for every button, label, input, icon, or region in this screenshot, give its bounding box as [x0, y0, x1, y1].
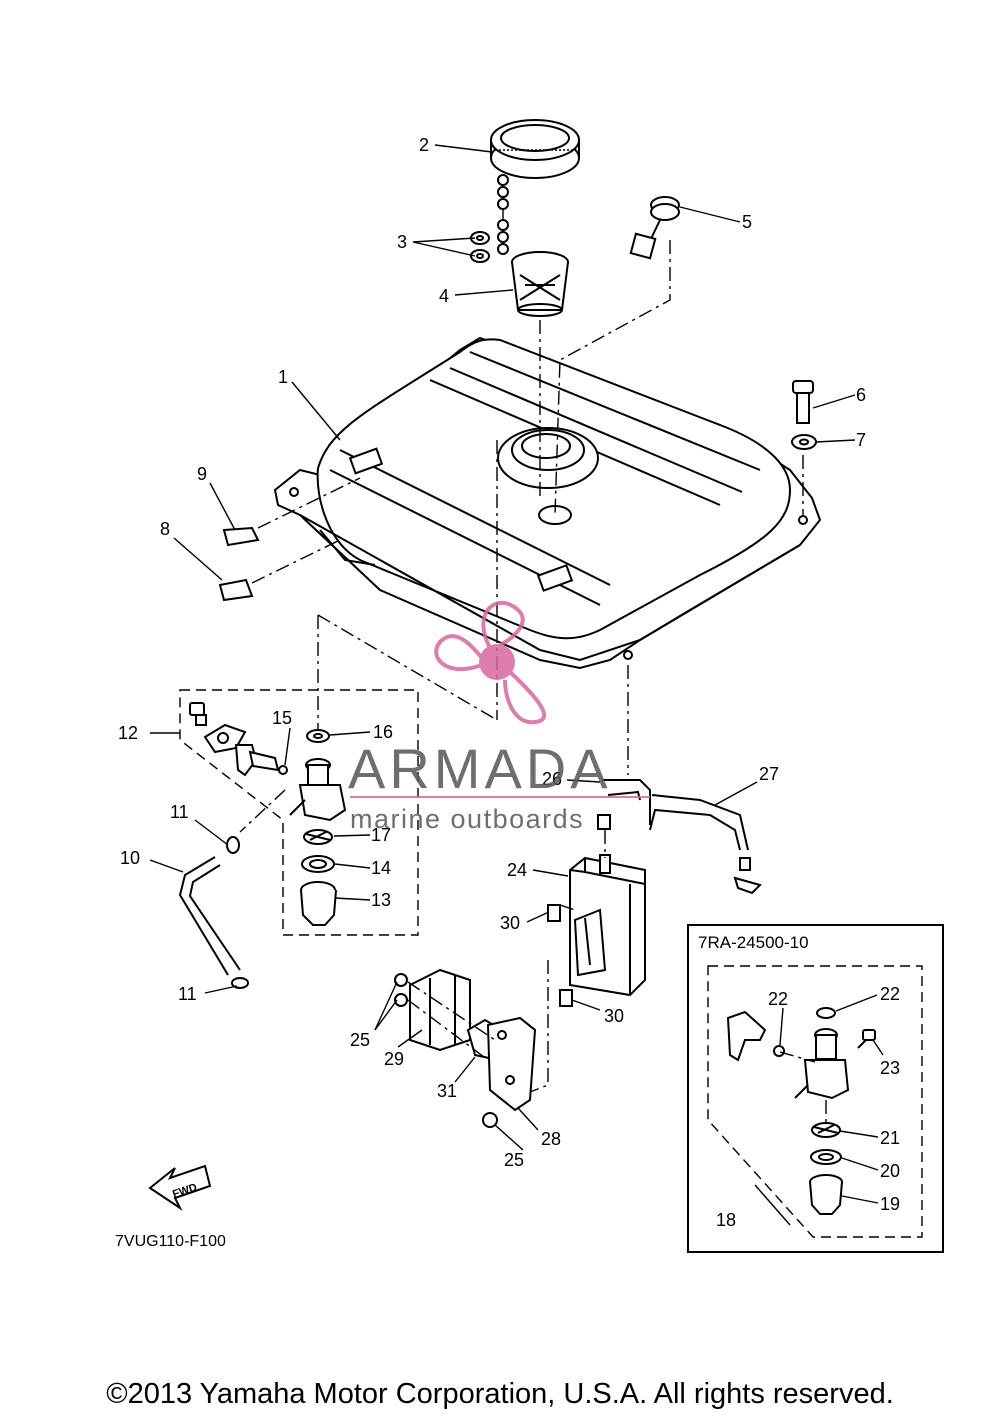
fuel-strainer: [511, 251, 569, 317]
label-23: 23: [880, 1058, 900, 1078]
label-18: 18: [716, 1210, 736, 1230]
label-19: 19: [880, 1194, 900, 1214]
diagram-code: 7VUG110-F100: [115, 1233, 226, 1250]
fuel-cock-kit-box: [687, 924, 944, 1253]
armada-watermark: ARMADA marine outboards: [348, 600, 650, 834]
label-12: 12: [118, 723, 138, 743]
label-26: 26: [542, 769, 562, 789]
label-16: 16: [373, 722, 393, 742]
label-6: 6: [856, 385, 866, 405]
label-4: 4: [439, 286, 449, 306]
watermark-tagline: marine outboards: [350, 804, 584, 834]
label-3: 3: [397, 232, 407, 252]
label-25-left: 25: [350, 1030, 370, 1050]
washer: [791, 434, 817, 450]
charcoal-canister: [569, 854, 646, 997]
label-11-lower: 11: [178, 984, 197, 1004]
washers: [470, 231, 490, 263]
label-24: 24: [507, 860, 527, 880]
label-14: 14: [371, 858, 391, 878]
label-13: 13: [371, 890, 391, 910]
label-1: 1: [278, 367, 288, 387]
label-5: 5: [742, 212, 752, 232]
copyright-notice: ©2013 Yamaha Motor Corporation, U.S.A. A…: [106, 1378, 894, 1410]
fuel-gauge: [629, 196, 680, 260]
label-10: 10: [120, 848, 140, 868]
fuel-tank: [273, 336, 822, 670]
label-22-right: 22: [880, 984, 900, 1004]
label-30-upper: 30: [500, 913, 520, 933]
cap-chain: [497, 174, 509, 255]
label-30-lower: 30: [604, 1006, 624, 1026]
canister-brackets: [394, 904, 573, 1128]
label-7: 7: [856, 430, 866, 450]
label-8: 8: [160, 519, 170, 539]
kit-number: 7RA-24500-10: [698, 933, 809, 952]
label-15: 15: [272, 708, 292, 728]
label-9: 9: [197, 464, 207, 484]
label-11-upper: 11: [170, 802, 189, 822]
label-27: 27: [759, 764, 779, 784]
label-31: 31: [437, 1081, 457, 1101]
fuel-hose: [178, 836, 249, 989]
label-20: 20: [880, 1161, 900, 1181]
label-22-left: 22: [768, 989, 788, 1009]
label-28: 28: [541, 1129, 561, 1149]
fwd-arrow-icon: FWD: [148, 1164, 212, 1211]
propeller-icon: [434, 600, 547, 725]
filler-cap: [490, 119, 580, 179]
label-29: 29: [384, 1049, 404, 1069]
leader-lines: [149, 144, 884, 1226]
label-2: 2: [419, 135, 429, 155]
watermark-brand: ARMADA: [348, 737, 612, 800]
label-25-bottom: 25: [504, 1150, 524, 1170]
part-labels: 1 2 3 4 5 6 7 8 9 10 11 11 12 13 14 15 1…: [118, 135, 900, 1230]
label-17: 17: [371, 825, 391, 845]
breather-hoses: [597, 779, 762, 895]
damper-pads: [218, 526, 260, 602]
fuel-cock-assembly: [179, 689, 419, 936]
assembly-lines: [239, 240, 827, 1125]
label-21: 21: [880, 1128, 900, 1148]
bolt: [792, 380, 814, 424]
